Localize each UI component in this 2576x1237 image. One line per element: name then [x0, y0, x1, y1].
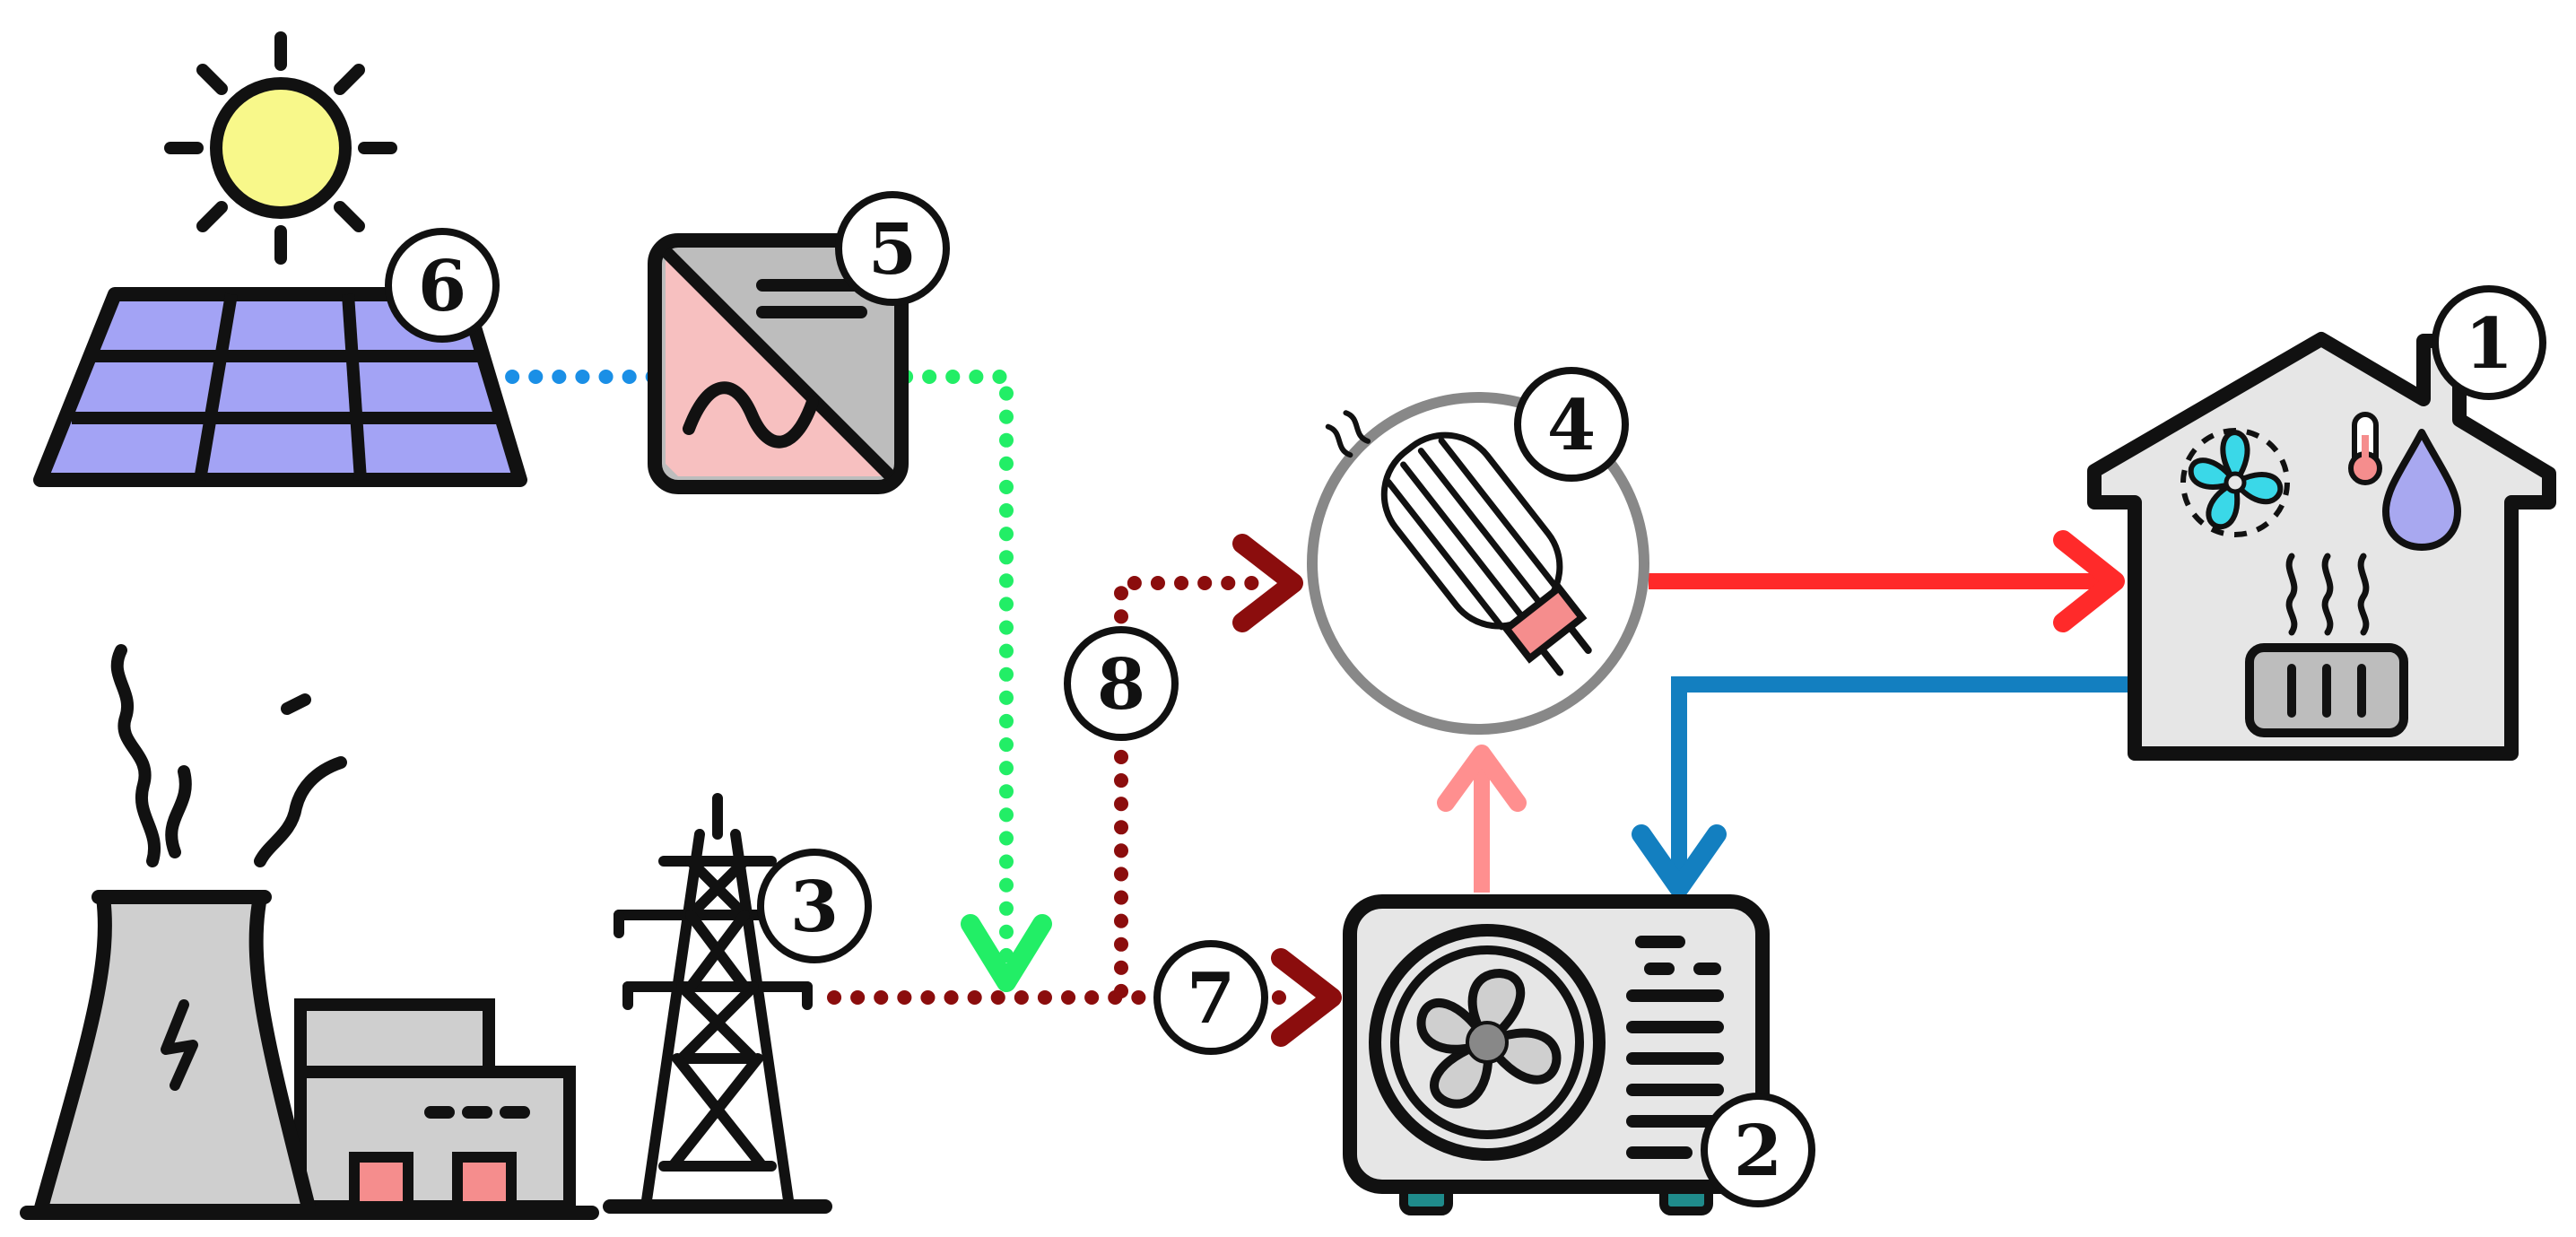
water-drop-icon: [2382, 429, 2461, 551]
badge-solar: 6: [385, 228, 500, 343]
path-7-arrowhead: [1271, 948, 1342, 1047]
cold-return-arrowhead: [1632, 824, 1727, 898]
badge-path-8: 8: [1064, 626, 1179, 741]
house-icon: [2087, 332, 2556, 761]
sun-icon: [164, 31, 397, 265]
badge-inverter-label: 5: [868, 209, 917, 291]
badge-path-7-label: 7: [1187, 958, 1235, 1040]
fan-icon: [2180, 428, 2290, 537]
badge-heat-pump: 2: [1701, 1093, 1815, 1207]
badge-heater: 4: [1514, 367, 1629, 482]
radiator-icon: [2245, 643, 2408, 737]
ac-link-inverter-junction: [899, 370, 1014, 980]
badge-solar-label: 6: [418, 246, 466, 327]
heat-lift-arrowhead: [1437, 745, 1527, 812]
badge-heat-pump-label: 2: [1734, 1111, 1782, 1192]
solar-panel-icon: [33, 287, 527, 487]
hot-supply-arrowhead: [2053, 530, 2125, 632]
ac-link-arrowhead: [961, 914, 1052, 992]
badge-heater-label: 4: [1547, 385, 1596, 466]
grid-power-path-8: [1114, 576, 1263, 998]
badge-house-label: 1: [2465, 303, 2513, 385]
cold-return-line: [1671, 676, 2130, 888]
badge-grid: 3: [757, 849, 872, 963]
badge-inverter: 5: [835, 191, 950, 306]
badge-house: 1: [2432, 285, 2546, 400]
thermometer-icon: [2348, 412, 2382, 485]
badge-path-7: 7: [1153, 940, 1268, 1055]
heat-pump-icon: [1343, 894, 1770, 1215]
path-8-arrowhead: [1232, 534, 1303, 632]
heat-waves: [2285, 553, 2370, 636]
power-plant-icon: [20, 644, 599, 1220]
inverter-icon: [648, 233, 909, 494]
badge-grid-label: 3: [790, 867, 839, 948]
badge-path-8-label: 8: [1097, 644, 1145, 726]
